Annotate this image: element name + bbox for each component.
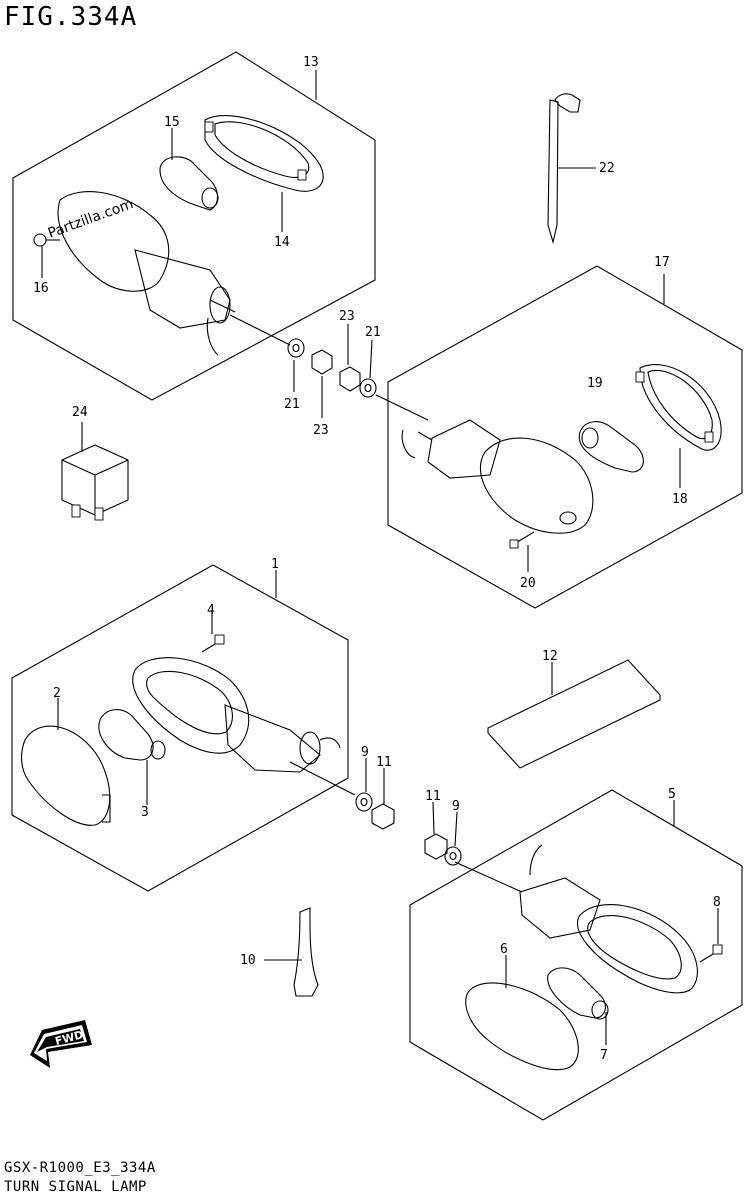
callout-15[interactable]: 15 — [164, 115, 180, 130]
callout-3[interactable]: 3 — [141, 805, 149, 820]
callout-7[interactable]: 7 — [600, 1048, 608, 1063]
callout-5[interactable]: 5 — [668, 787, 676, 802]
washer-21-left[interactable] — [287, 338, 305, 392]
callout-8[interactable]: 8 — [713, 895, 721, 910]
callout-18[interactable]: 18 — [672, 492, 688, 507]
callout-6[interactable]: 6 — [500, 942, 508, 957]
callout-11-left[interactable]: 11 — [376, 755, 392, 770]
callout-9-right[interactable]: 9 — [452, 799, 460, 814]
bracket-22[interactable] — [547, 93, 596, 245]
assembly-1-rear-left-lamp[interactable] — [11, 564, 356, 892]
bracket-10[interactable] — [264, 907, 319, 997]
callout-11-right[interactable]: 11 — [425, 789, 441, 804]
washer-9-right[interactable] — [444, 811, 462, 866]
washer-9-left[interactable] — [355, 758, 373, 812]
nut-11-left[interactable] — [371, 768, 395, 830]
nut-23-left[interactable] — [311, 349, 333, 418]
assembly-17-front-right-lamp[interactable] — [375, 265, 743, 609]
callout-20[interactable]: 20 — [520, 576, 536, 591]
fwd-arrow-icon: FWD — [30, 1020, 92, 1068]
callout-1[interactable]: 1 — [271, 557, 279, 572]
figure-title: FIG.334A — [4, 2, 138, 32]
callout-21-upper[interactable]: 21 — [365, 325, 381, 340]
nut-23-right[interactable] — [339, 324, 361, 392]
callout-22[interactable]: 22 — [599, 161, 615, 176]
callout-12[interactable]: 12 — [542, 649, 558, 664]
callout-24[interactable]: 24 — [72, 405, 88, 420]
callout-4[interactable]: 4 — [207, 603, 215, 618]
washer-21-right[interactable] — [359, 339, 377, 398]
callout-16[interactable]: 16 — [33, 281, 49, 296]
callout-19[interactable]: 19 — [587, 376, 603, 391]
assembly-5-rear-right-lamp[interactable] — [409, 789, 743, 1121]
footer-name: TURN SIGNAL LAMP — [4, 1179, 147, 1195]
callout-10[interactable]: 10 — [240, 953, 256, 968]
callout-23-upper[interactable]: 23 — [339, 309, 355, 324]
callout-9-left[interactable]: 9 — [361, 745, 369, 760]
callout-17[interactable]: 17 — [654, 255, 670, 270]
callout-2[interactable]: 2 — [53, 686, 61, 701]
assembly-13-front-left-lamp[interactable] — [12, 51, 376, 401]
callout-23-lower[interactable]: 23 — [313, 423, 329, 438]
callout-13[interactable]: 13 — [303, 55, 319, 70]
relay-24[interactable] — [61, 422, 129, 521]
sheet-12[interactable] — [487, 659, 661, 769]
nut-11-right[interactable] — [424, 801, 448, 860]
footer-code: GSX-R1000_E3_334A — [4, 1160, 156, 1176]
callout-14[interactable]: 14 — [274, 235, 290, 250]
callout-21-lower[interactable]: 21 — [284, 397, 300, 412]
